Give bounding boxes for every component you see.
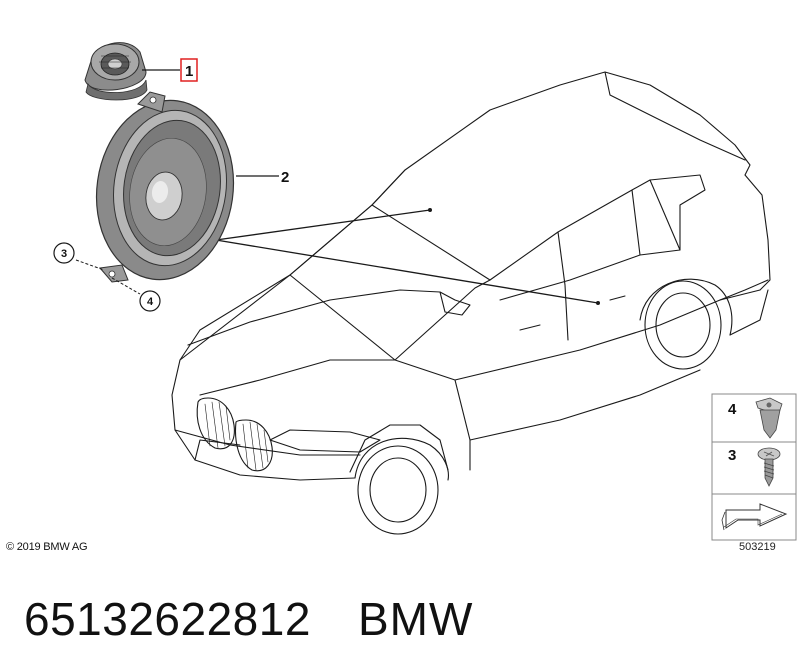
mount-point-door xyxy=(596,301,600,305)
callout-3-circle xyxy=(53,242,75,264)
callout-1-highlight-box xyxy=(180,58,198,82)
drawing-number: 503219 xyxy=(739,541,776,553)
vehicle-outline xyxy=(171,71,771,535)
callout-3-label[interactable]: 3 xyxy=(61,248,67,260)
brand-name: BMW xyxy=(358,593,474,645)
parts-legend: 4 3 xyxy=(711,393,797,541)
legend-item-3-number: 3 xyxy=(728,447,736,464)
screw-leaders xyxy=(75,259,141,295)
copyright-notice: © 2019 BMW AG xyxy=(6,541,88,553)
callout-4-label[interactable]: 4 xyxy=(147,296,154,308)
part-number: 65132622812 xyxy=(24,593,311,645)
callout-4-circle xyxy=(139,290,161,312)
leader-lines xyxy=(215,209,599,304)
clip-nut-icon[interactable] xyxy=(755,397,783,439)
speaker-part-illustration[interactable] xyxy=(85,91,245,288)
callout-2-label[interactable]: 2 xyxy=(281,169,289,186)
mount-point-roof xyxy=(428,208,432,212)
legend-item-4-number: 4 xyxy=(728,401,737,418)
screw-icon[interactable] xyxy=(757,447,781,487)
arrow-icon[interactable] xyxy=(721,503,788,531)
callout-1-label[interactable]: 1 xyxy=(185,63,193,80)
tweeter-part-illustration[interactable] xyxy=(84,42,148,101)
